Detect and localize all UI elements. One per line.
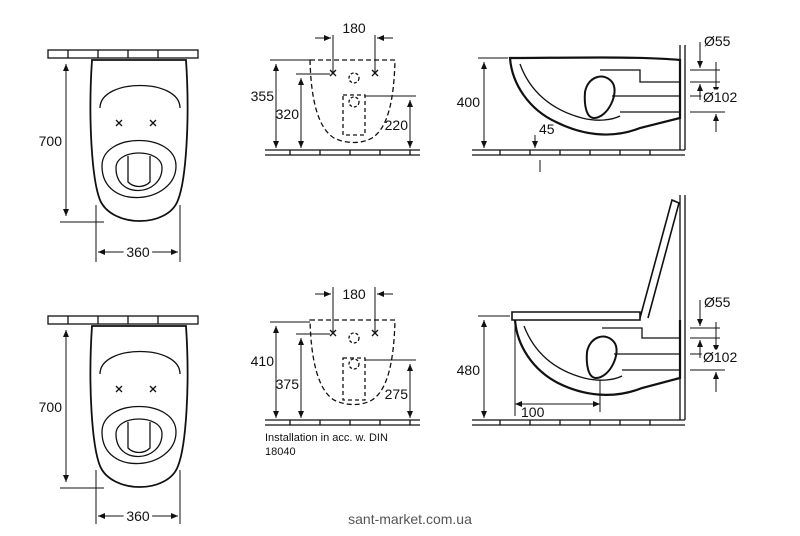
side-rim-height-label: 480 bbox=[457, 362, 481, 378]
din-note-line2: 18040 bbox=[265, 446, 296, 458]
water-inlet bbox=[600, 69, 680, 83]
rear-view-bottom bbox=[265, 287, 420, 426]
seat-opening bbox=[115, 418, 163, 458]
bowl-body bbox=[508, 56, 682, 136]
side-offset-label: 100 bbox=[521, 404, 545, 420]
rear-spacing-label: 180 bbox=[342, 20, 366, 36]
trap-outline bbox=[585, 335, 618, 380]
front-width-label: 360 bbox=[126, 508, 150, 524]
outlet-silhouette bbox=[342, 94, 366, 136]
seat bbox=[511, 311, 641, 321]
fixing-point-left bbox=[329, 69, 337, 77]
rear-height-b-label: 320 bbox=[276, 106, 300, 122]
side-view-bottom bbox=[472, 195, 725, 426]
fixing-point-right bbox=[371, 69, 379, 77]
side-rim-height-label: 400 bbox=[457, 94, 481, 110]
fixing-point-left bbox=[329, 329, 337, 337]
bowl-outline bbox=[89, 59, 189, 222]
seat-ring bbox=[101, 405, 177, 465]
fixing-mark-right bbox=[149, 385, 157, 393]
bowl-silhouette bbox=[309, 59, 396, 144]
flush-outlet bbox=[127, 156, 151, 188]
fixing-mark-left bbox=[115, 119, 123, 127]
flush-outlet bbox=[127, 422, 151, 454]
rear-spacing-label: 180 bbox=[342, 286, 366, 302]
front-height-label: 700 bbox=[39, 133, 63, 149]
wall-plate bbox=[47, 315, 199, 325]
water-inlet bbox=[602, 327, 680, 339]
fixing-mark-left bbox=[115, 385, 123, 393]
din-note-line1: Installation in acc. w. DIN bbox=[265, 432, 388, 444]
trap-outline bbox=[583, 75, 616, 120]
front-height-label: 700 bbox=[39, 399, 63, 415]
rear-view-top bbox=[265, 35, 420, 156]
rear-height-a-label: 355 bbox=[251, 88, 275, 104]
rear-height-b-label: 375 bbox=[276, 376, 300, 392]
side-view-top bbox=[472, 42, 725, 172]
fixing-point-right bbox=[371, 329, 379, 337]
drain-outlet bbox=[612, 95, 681, 113]
front-width-label: 360 bbox=[126, 244, 150, 260]
side-angle-label: 45 bbox=[539, 121, 555, 137]
cistern-edge bbox=[99, 84, 181, 109]
side-diameter-b-label: Ø102 bbox=[703, 89, 737, 105]
bowl-outline bbox=[89, 325, 189, 488]
drain-outlet bbox=[614, 353, 681, 371]
front-view-top bbox=[47, 49, 199, 262]
side-diameter-b-label: Ø102 bbox=[703, 349, 737, 365]
side-diameter-a-label: Ø55 bbox=[704, 294, 731, 310]
bowl-body bbox=[513, 319, 682, 396]
bowl-silhouette bbox=[309, 319, 396, 406]
fixing-mark-right bbox=[149, 119, 157, 127]
outlet-silhouette bbox=[342, 357, 366, 401]
wall-plate bbox=[47, 49, 199, 59]
rear-height-a-label: 410 bbox=[251, 353, 275, 369]
front-view-bottom bbox=[47, 315, 199, 524]
seat-opening bbox=[115, 152, 163, 192]
raised-lid bbox=[639, 198, 680, 319]
watermark: sant-market.com.ua bbox=[348, 511, 472, 527]
seat-ring bbox=[101, 139, 177, 199]
side-diameter-a-label: Ø55 bbox=[704, 33, 731, 49]
cistern-edge bbox=[99, 350, 181, 375]
rear-height-c-label: 220 bbox=[385, 117, 409, 133]
rear-height-c-label: 275 bbox=[385, 386, 409, 402]
